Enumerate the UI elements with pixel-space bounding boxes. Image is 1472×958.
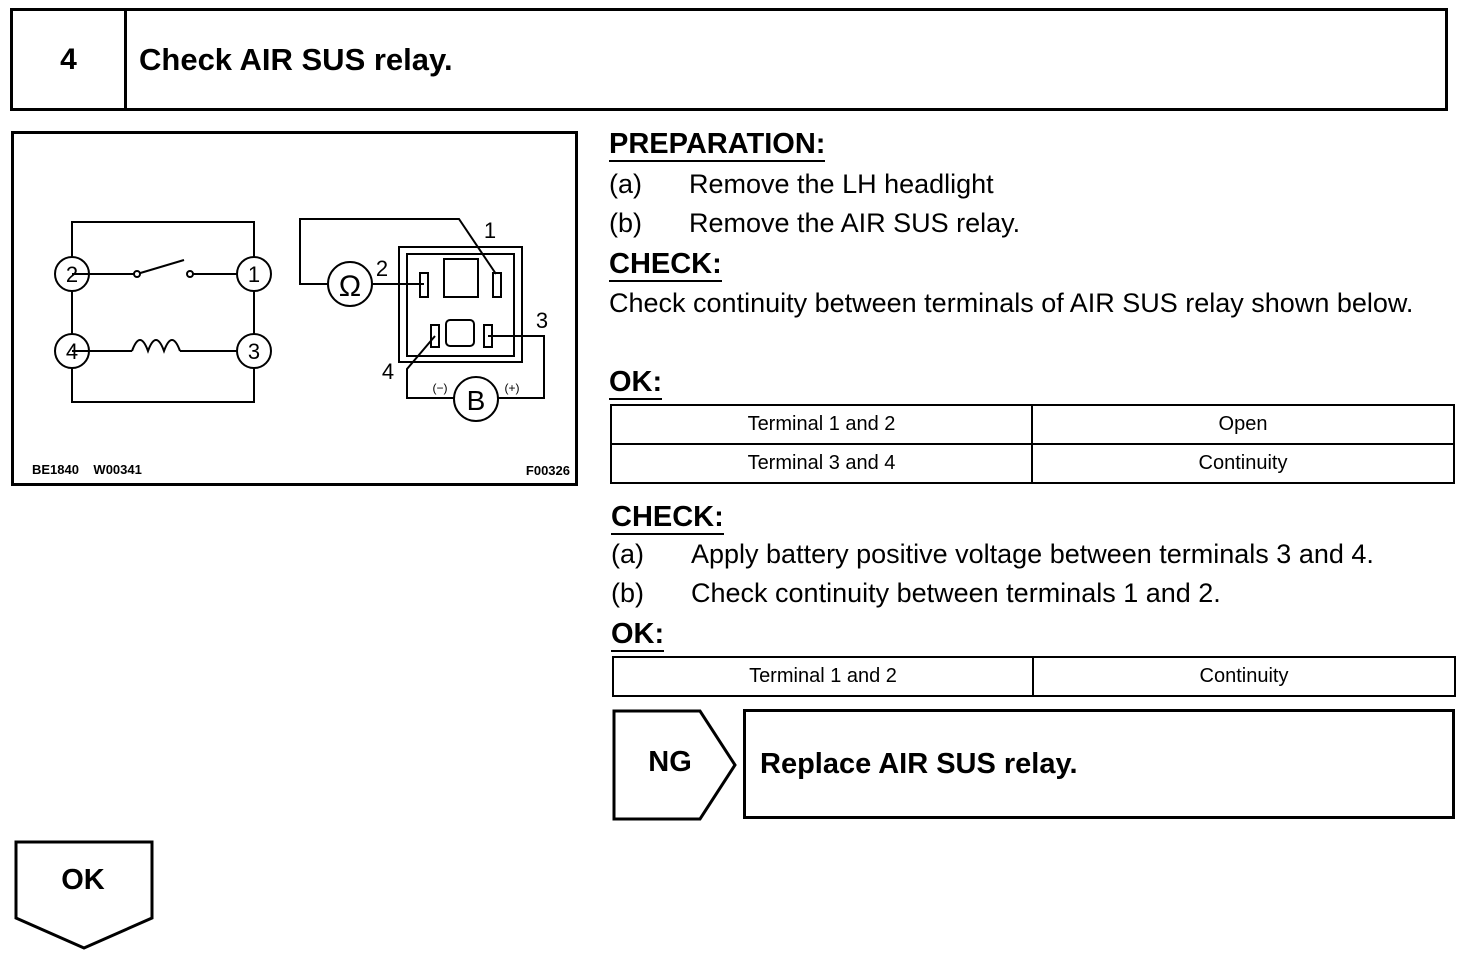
ok1-table: Terminal 1 and 2 Open Terminal 3 and 4 C… — [610, 404, 1455, 484]
table-row: Terminal 1 and 2 Continuity — [612, 656, 1456, 697]
step-text: Remove the AIR SUS relay. — [689, 208, 1021, 238]
table-row: Terminal 3 and 4 Continuity — [610, 443, 1455, 484]
step-text: Remove the LH headlight — [689, 169, 994, 199]
terminal-label-4: 4 — [66, 339, 78, 364]
step-text: Apply battery positive voltage between t… — [691, 539, 1374, 569]
check2-section: CHECK: — [611, 500, 724, 535]
check2-heading: CHECK: — [611, 501, 724, 535]
ng-action-box: Replace AIR SUS relay. — [743, 709, 1455, 819]
preparation-heading: PREPARATION: — [609, 128, 826, 162]
terminal-label-1: 1 — [248, 262, 260, 287]
relay-diagram-svg: 2 1 4 3 Ω — [32, 218, 570, 478]
preparation-step-b: (b) Remove the AIR SUS relay. — [609, 206, 1020, 240]
table-cell-result: Open — [1031, 404, 1455, 445]
ohmmeter-symbol: Ω — [339, 270, 361, 303]
table-cell-terminal: Terminal 1 and 2 — [612, 656, 1034, 697]
table-cell-terminal: Terminal 3 and 4 — [610, 443, 1033, 484]
step-header: 4 Check AIR SUS relay. — [10, 8, 1448, 111]
ok1-section: OK: — [609, 365, 663, 400]
preparation-section: PREPARATION: — [609, 127, 826, 162]
step-label: (b) — [609, 208, 642, 238]
table-cell-terminal: Terminal 1 and 2 — [610, 404, 1033, 445]
ok2-table: Terminal 1 and 2 Continuity — [612, 656, 1456, 697]
step-label: (a) — [609, 169, 642, 199]
ok1-heading: OK: — [609, 366, 663, 400]
ng-arrow — [612, 709, 737, 821]
step-text: Check continuity between terminals 1 and… — [691, 578, 1221, 608]
ng-label: NG — [648, 746, 692, 778]
relay-terminal-2: 2 — [376, 256, 388, 281]
table-row: Terminal 1 and 2 Open — [610, 404, 1455, 445]
table-cell-result: Continuity — [1032, 656, 1456, 697]
ng-action-text: Replace AIR SUS relay. — [760, 747, 1078, 780]
preparation-step-a: (a) Remove the LH headlight — [609, 167, 994, 201]
relay-terminal-3: 3 — [536, 308, 548, 333]
battery-minus-label: (−) — [433, 381, 448, 395]
table-cell-result: Continuity — [1031, 443, 1455, 484]
figure-code-right: F00326 — [526, 463, 570, 478]
check1-heading: CHECK: — [609, 248, 722, 282]
relay-terminal-4: 4 — [382, 359, 394, 384]
ok2-heading: OK: — [611, 618, 665, 652]
step-label: (a) — [611, 539, 644, 569]
ok-label: OK — [61, 864, 105, 896]
figure-code-left: BE1840 W00341 — [32, 462, 142, 477]
terminal-label-2: 2 — [66, 262, 78, 287]
terminal-label-3: 3 — [248, 339, 260, 364]
check2-step-a: (a) Apply battery positive voltage betwee… — [611, 537, 1374, 571]
battery-plus-label: (+) — [505, 381, 520, 395]
ok2-section: OK: — [611, 617, 665, 652]
relay-terminal-1: 1 — [484, 218, 496, 243]
check2-step-b: (b) Check continuity between terminals 1 … — [611, 576, 1221, 610]
step-title: Check AIR SUS relay. — [139, 41, 453, 77]
check1-text: Check continuity between terminals of AI… — [609, 288, 1414, 318]
ok-arrow — [14, 840, 154, 950]
step-label: (b) — [611, 578, 644, 608]
relay-diagram: 2 1 4 3 Ω — [11, 131, 578, 486]
step-number: 4 — [13, 11, 127, 108]
check1-section: CHECK: — [609, 247, 722, 282]
battery-symbol: B — [467, 385, 486, 416]
